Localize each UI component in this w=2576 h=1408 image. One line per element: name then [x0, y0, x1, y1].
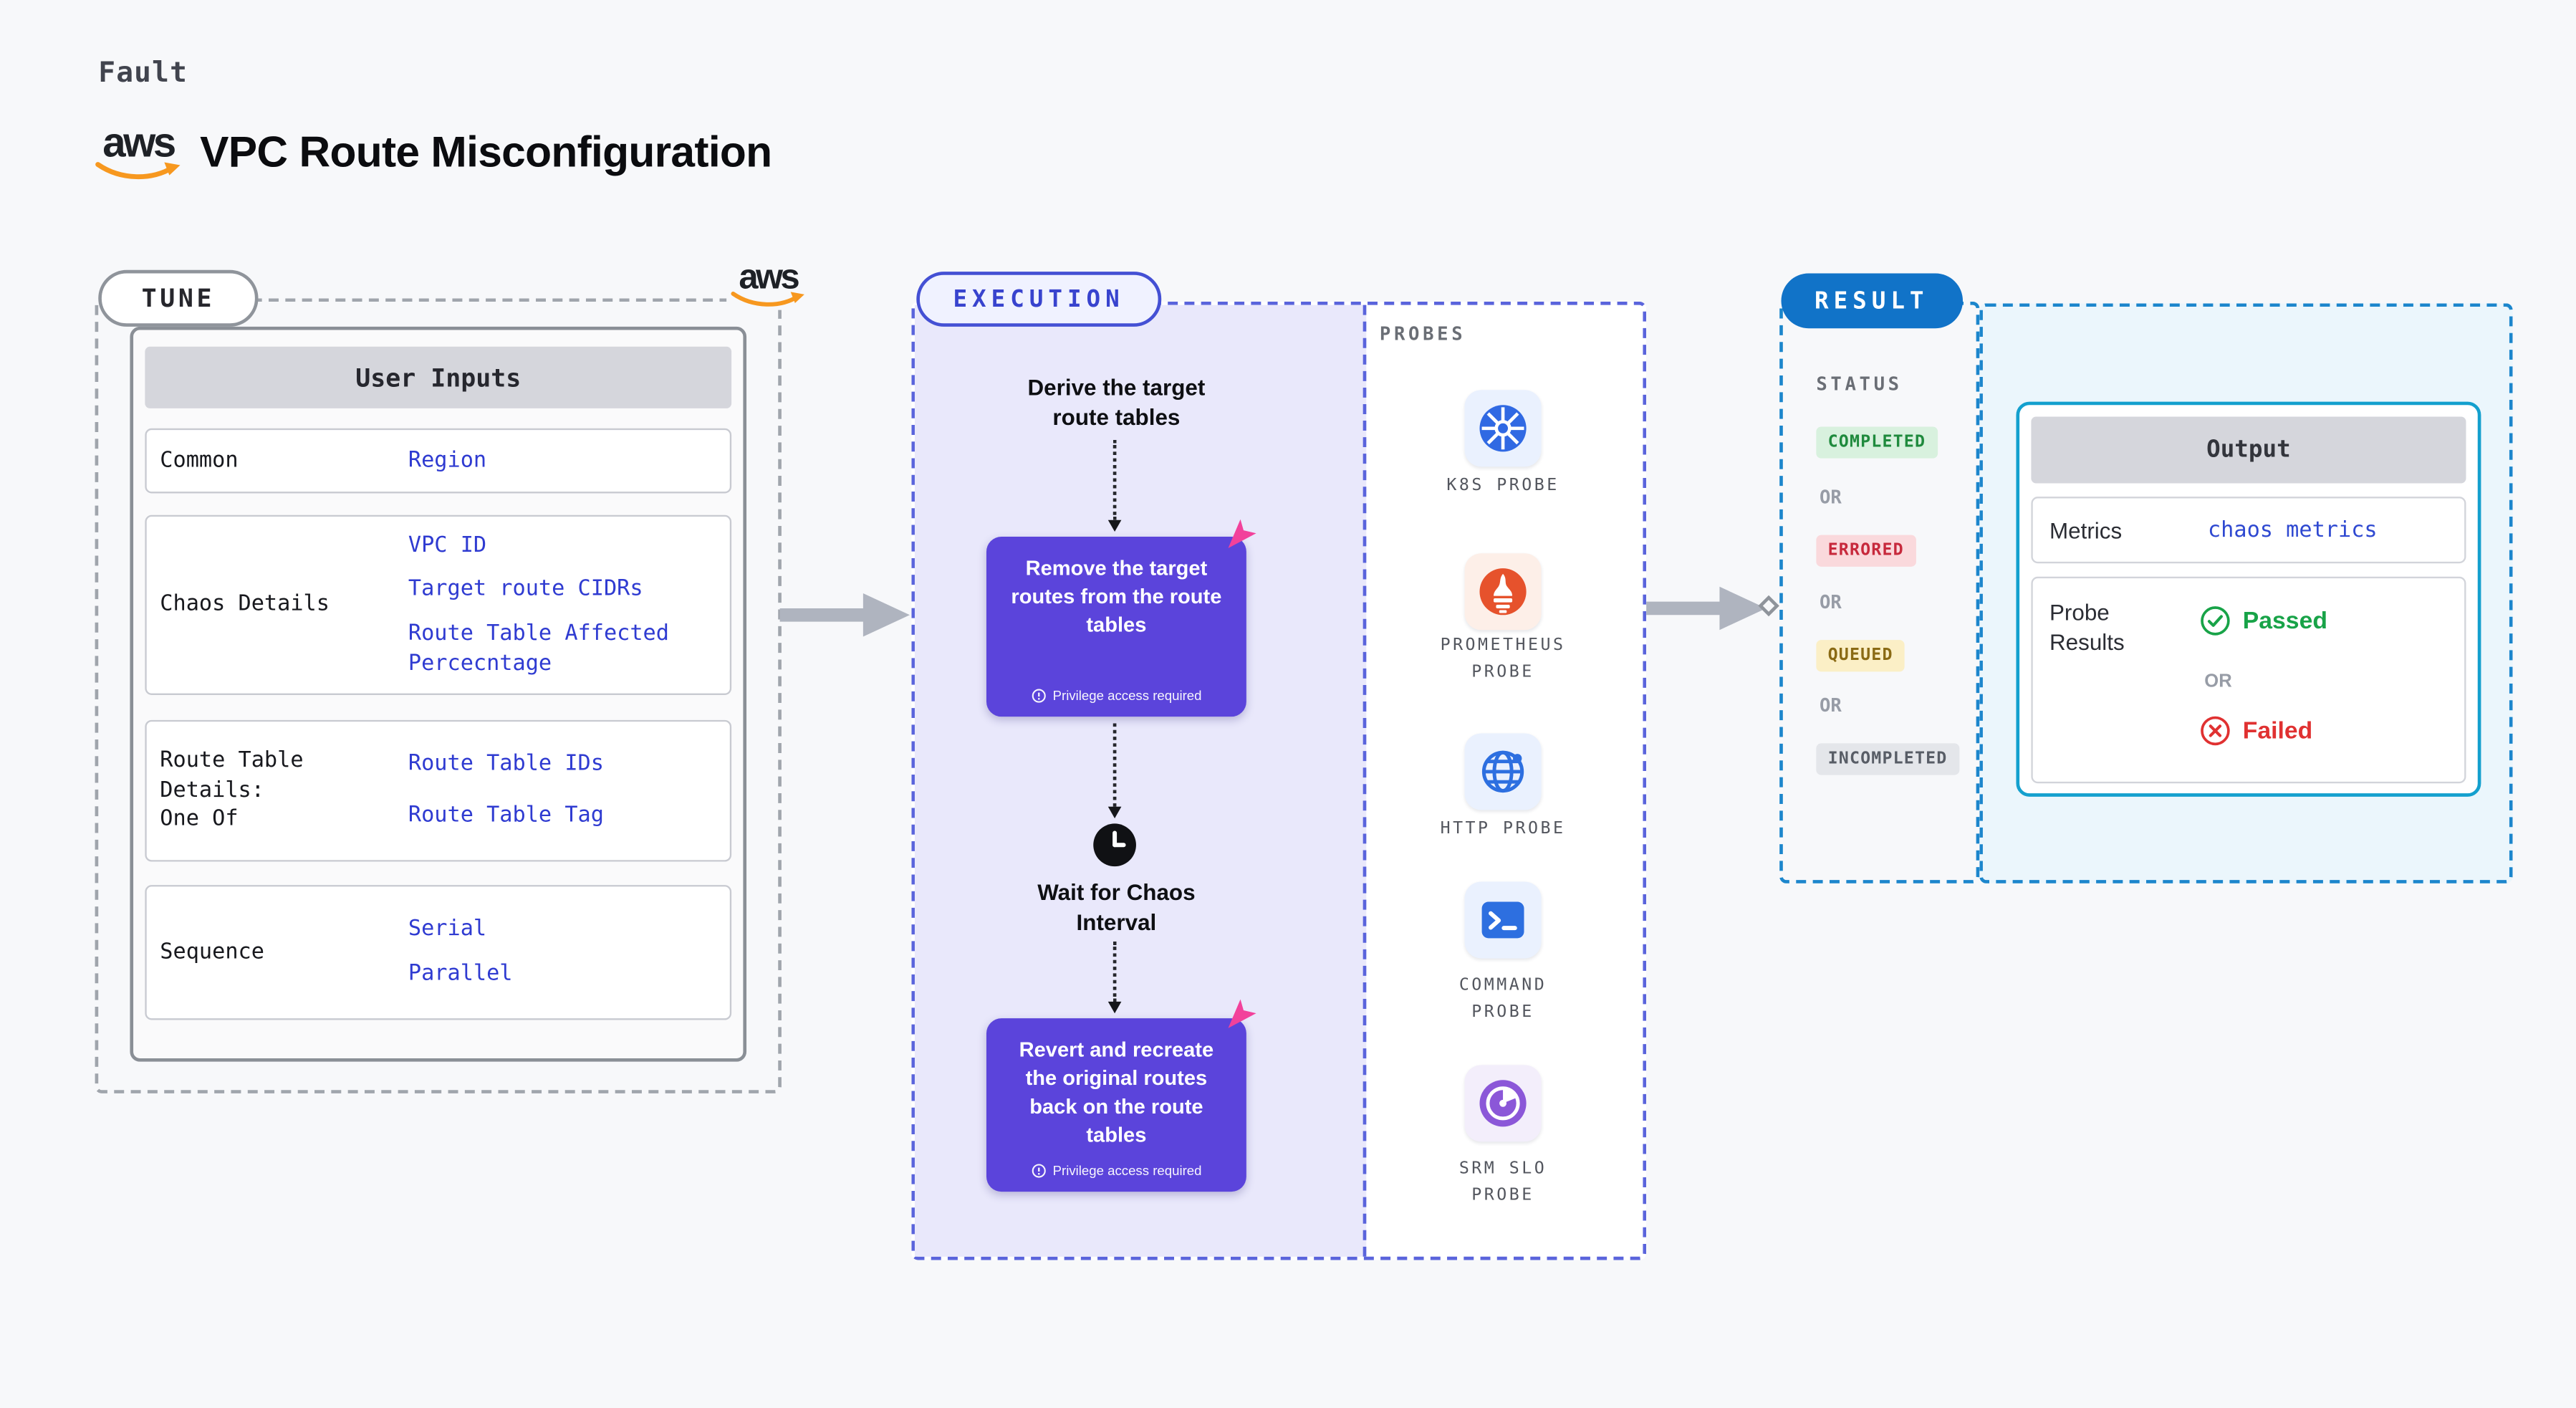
failed-result: Failed: [2199, 715, 2312, 747]
srm-slo-probe-label: SRM SLO PROBE: [1458, 1159, 1547, 1205]
passed-text: Passed: [2242, 607, 2327, 635]
user-inputs-panel: User Inputs Common Region Chaos Details …: [130, 326, 747, 1062]
row-value: Serial: [408, 917, 487, 943]
slo-gauge-icon: [1479, 1080, 1527, 1127]
aws-smile-icon: [95, 162, 181, 180]
alert-circle-icon: [1032, 1164, 1046, 1178]
probes-title: PROBES: [1379, 323, 1466, 345]
row-label: Common: [160, 448, 239, 473]
row-value: VPC ID: [408, 533, 487, 558]
http-probe-label: HTTP PROBE: [1440, 820, 1566, 838]
step-revert-routes: Revert and recreate the original routes …: [986, 1018, 1246, 1192]
probe-results-label: Probe Results: [2049, 600, 2125, 656]
or-label: OR: [1819, 487, 1842, 509]
input-row-route-table-details: Route Table Details: One Of Route Table …: [145, 719, 732, 862]
result-label: RESULT: [1781, 273, 1963, 329]
kubernetes-icon: [1479, 405, 1527, 452]
step-text: Revert and recreate the original routes …: [1019, 1038, 1214, 1146]
row-values: Route Table IDs Route Table Tag: [397, 722, 730, 860]
chaos-flag-icon: [1225, 517, 1260, 560]
prometheus-icon: [1479, 568, 1527, 616]
row-label: Chaos Details: [160, 592, 330, 618]
chaos-flag-icon: [1225, 997, 1260, 1040]
row-value: Route Table Tag: [408, 803, 604, 829]
alert-circle-icon: [1032, 689, 1046, 703]
row-values: Serial Parallel: [397, 886, 730, 1018]
terminal-icon: [1481, 901, 1524, 939]
command-probe-card: [1464, 881, 1542, 959]
or-label: OR: [1819, 591, 1842, 613]
http-probe-card: [1464, 733, 1542, 810]
aws-wordmark: aws: [102, 120, 176, 167]
arrow-execution-to-result: [1646, 583, 1767, 641]
step-wait-chaos-interval: Wait for Chaos Interval: [1037, 880, 1196, 936]
fault-kicker: Fault: [98, 57, 188, 90]
tune-label: TUNE: [98, 269, 259, 327]
row-value: Parallel: [408, 962, 513, 987]
page-title: VPC Route Misconfiguration: [200, 126, 772, 177]
srm-slo-probe-card: [1464, 1065, 1542, 1142]
privilege-badge-text: Privilege access required: [1052, 688, 1202, 704]
status-badge-incompleted: INCOMPLETED: [1816, 743, 1959, 775]
clock-icon: [1092, 822, 1138, 877]
status-badge-completed: COMPLETED: [1816, 426, 1938, 459]
row-values: VPC ID Target route CIDRs Route Table Af…: [397, 517, 730, 694]
row-label: Route Table Details: One Of: [160, 748, 304, 833]
k8s-probe-card: [1464, 390, 1542, 467]
or-label: OR: [2204, 671, 2232, 692]
status-badge-queued: QUEUED: [1816, 640, 1905, 672]
prometheus-probe-card: [1464, 553, 1542, 631]
output-title: Output: [2031, 416, 2466, 484]
metrics-value: chaos metrics: [2207, 517, 2378, 543]
aws-smile-icon: [731, 291, 804, 307]
metrics-row: Metrics chaos metrics: [2031, 497, 2466, 564]
privilege-badge: Privilege access required: [1001, 1163, 1231, 1179]
check-circle-icon: [2201, 606, 2230, 636]
probe-results-row: Probe Results Passed OR Failed: [2031, 576, 2466, 784]
tune-section-border: [95, 298, 782, 1093]
user-inputs-title: User Inputs: [145, 346, 732, 408]
tune-aws-logo: aws: [726, 258, 810, 310]
input-row-chaos-details: Chaos Details VPC ID Target route CIDRs …: [145, 514, 732, 695]
failed-text: Failed: [2242, 717, 2313, 744]
input-row-common: Common Region: [145, 428, 732, 494]
privilege-badge-text: Privilege access required: [1052, 1163, 1202, 1179]
command-probe-label: COMMAND PROBE: [1458, 977, 1547, 1021]
flow-connector: [1107, 440, 1122, 532]
step-derive-route-tables: Derive the target route tables: [1027, 375, 1206, 431]
x-circle-icon: [2201, 716, 2230, 746]
output-card: Output Metrics chaos metrics Probe Resul…: [2016, 401, 2481, 797]
execution-label: EXECUTION: [916, 272, 1161, 327]
row-value: Region: [408, 448, 487, 473]
flow-connector: [1107, 723, 1122, 819]
passed-result: Passed: [2199, 605, 2327, 636]
k8s-probe-label: K8S PROBE: [1446, 476, 1559, 495]
row-value: Target route CIDRs: [408, 577, 643, 603]
row-label: Sequence: [160, 939, 264, 965]
prometheus-probe-label: PROMETHEUS PROBE: [1440, 636, 1566, 681]
or-label: OR: [1819, 694, 1842, 717]
row-values: Region: [397, 430, 730, 492]
input-row-sequence: Sequence Serial Parallel: [145, 885, 732, 1020]
status-title: STATUS: [1816, 373, 1903, 396]
metrics-label: Metrics: [2049, 517, 2123, 543]
flow-connector: [1107, 942, 1122, 1014]
arrow-tune-to-execution: [779, 590, 910, 648]
aws-logo: aws: [93, 123, 183, 183]
privilege-badge: Privilege access required: [1001, 689, 1231, 704]
row-value: Route Table Affected Percecntage: [408, 621, 669, 676]
row-value: Route Table IDs: [408, 752, 604, 777]
globe-icon: [1481, 750, 1524, 793]
status-badge-errored: ERRORED: [1816, 535, 1916, 567]
step-remove-routes: Remove the target routes from the route …: [986, 536, 1246, 717]
step-text: Remove the target routes from the route …: [1011, 556, 1222, 636]
aws-wordmark: aws: [739, 258, 799, 297]
